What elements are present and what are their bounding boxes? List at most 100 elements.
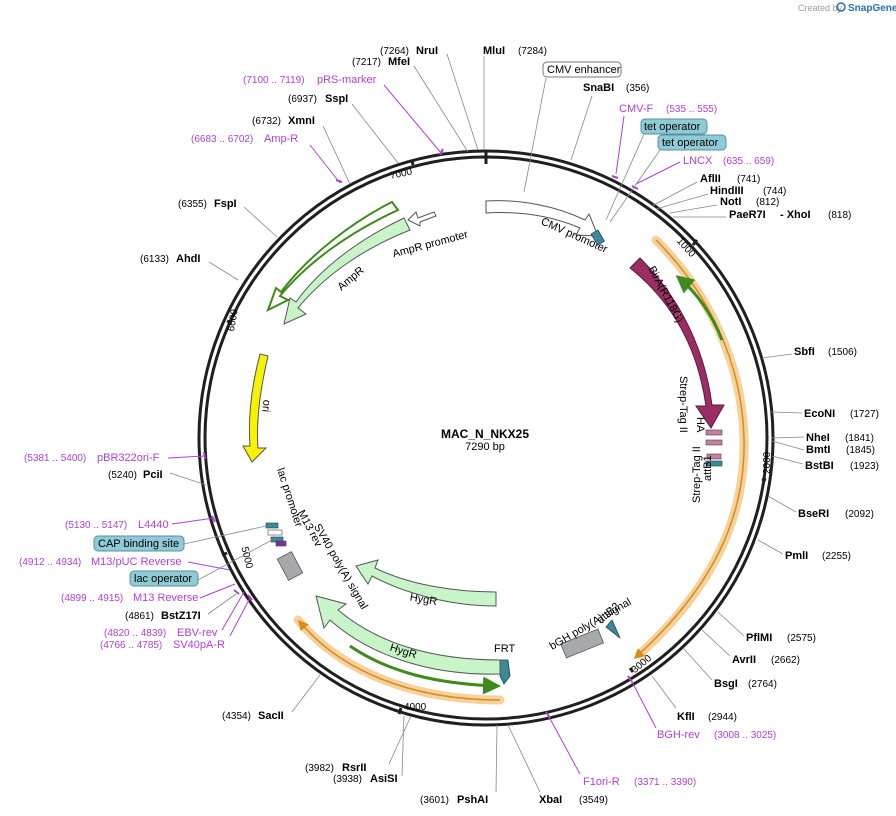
site-noti-name[interactable]: NotI — [720, 196, 741, 208]
tick-4000: 4000 — [404, 702, 427, 713]
site-mlui-name[interactable]: MluI — [483, 45, 505, 57]
primer-ampr-name[interactable]: Amp-R — [264, 133, 298, 145]
site-pflmi-name[interactable]: PflMI — [746, 632, 772, 644]
primer-f1ori-name[interactable]: F1ori-R — [583, 776, 620, 788]
primer-l4440-name[interactable]: L4440 — [138, 519, 169, 531]
site-noti-pos: (812) — [756, 197, 779, 208]
site-hindiii-pos: (744) — [763, 186, 786, 197]
site-econi-name[interactable]: EcoNI — [804, 408, 835, 420]
box-tet-operator-1[interactable] — [640, 118, 708, 135]
primer-prs-name[interactable]: pRS-marker — [317, 74, 377, 86]
site-rsrii-pos: (3982) — [305, 763, 334, 774]
box-lac-operator-label: lac operator — [134, 573, 192, 585]
site-bstbi-name[interactable]: BstBI — [805, 460, 834, 472]
primer-cmvf-range: (535 .. 555) — [666, 104, 717, 115]
site-asisi-pos: (3938) — [333, 774, 362, 785]
primer-ebvrev-name[interactable]: EBV-rev — [177, 627, 218, 639]
site-ahdi-name[interactable]: AhdI — [176, 253, 200, 265]
site-mfei-pos: (7217) — [352, 57, 381, 68]
bgh-polya-block — [560, 628, 605, 659]
boxed-feature-labels: CMV enhancer tet operator tet operator C… — [93, 61, 727, 587]
site-snabi-pos: (356) — [626, 83, 649, 94]
tick-7000: 7000 — [389, 166, 413, 181]
primer-lncx-name[interactable]: LNCX — [683, 155, 713, 167]
site-ahdi-pos: (6133) — [140, 254, 169, 265]
primer-ebvrev-range: (4820 .. 4839) — [104, 628, 166, 639]
ampr-green-line — [266, 200, 400, 313]
site-sbfi-name[interactable]: SbfI — [794, 346, 815, 358]
box-cmv-enhancer[interactable] — [542, 61, 622, 78]
orf-green-arrow-bottom — [349, 644, 501, 695]
ampr-arrow — [283, 217, 411, 325]
tick-5000: 5000 — [238, 546, 254, 571]
primer-lncx-range: (635 .. 659) — [723, 156, 774, 167]
site-hindiii-name[interactable]: HindIII — [710, 185, 744, 197]
site-rsrii-name[interactable]: RsrII — [342, 762, 366, 774]
site-bstz17i-pos: (4861) — [125, 611, 154, 622]
box-tet-operator-1-label: tet operator — [644, 121, 701, 133]
site-nrui-pos: (7264) — [380, 46, 409, 57]
site-asisi-name[interactable]: AsiSI — [370, 773, 398, 785]
site-mlui-pos: (7284) — [518, 46, 547, 57]
primer-m13puc-name[interactable]: M13/pUC Reverse — [91, 556, 181, 568]
site-nrui-name[interactable]: NruI — [416, 45, 438, 57]
tick-2000: 2000 — [762, 451, 773, 474]
site-pshai-name[interactable]: PshAI — [457, 794, 488, 806]
site-pmli-name[interactable]: PmlI — [785, 550, 808, 562]
site-xmni-pos: (6732) — [252, 116, 281, 127]
site-pflmi-pos: (2575) — [787, 633, 816, 644]
site-mfei-name[interactable]: MfeI — [388, 56, 410, 68]
site-xbai-pos: (3549) — [579, 795, 608, 806]
orf-green-arrow-right — [675, 275, 724, 341]
box-tet-operator-2-label: tet operator — [662, 137, 719, 149]
primer-m13rev-range: (4899 .. 4915) — [61, 593, 123, 604]
plasmid-name: MAC_N_NKX25 — [441, 427, 529, 441]
primer-m13rev-name[interactable]: M13 Reverse — [133, 592, 198, 604]
frt-marker — [499, 659, 511, 685]
lac-promoter-label: lac promoter — [274, 467, 304, 529]
box-cap-binding-site[interactable] — [93, 535, 185, 552]
ruler-ticks — [221, 159, 767, 715]
site-bstz17i-name[interactable]: BstZ17I — [161, 610, 201, 622]
site-pae-name[interactable]: PaeR7I — [729, 209, 766, 221]
site-kfli-pos: (2944) — [708, 712, 737, 723]
site-bmti-name[interactable]: BmtI — [806, 444, 830, 456]
site-aflii-pos: (741) — [737, 174, 760, 185]
site-pcii-name[interactable]: PciI — [143, 469, 163, 481]
site-bsgi-name[interactable]: BsgI — [714, 678, 738, 690]
plasmid-length: 7290 bp — [465, 441, 505, 453]
site-sbfi-pos: (1506) — [828, 347, 857, 358]
primer-cmvf-name[interactable]: CMV-F — [619, 103, 654, 115]
strep-tag-2-label: Strep-Tag II — [691, 446, 703, 503]
site-sspi-name[interactable]: SspI — [325, 93, 348, 105]
site-snabi-name[interactable]: SnaBI — [583, 82, 614, 94]
site-nhei-name[interactable]: NheI — [806, 432, 830, 444]
m13-rev-block — [275, 540, 287, 547]
created-by-text: Created by — [798, 3, 843, 13]
site-bmti-pos: (1845) — [846, 445, 875, 456]
box-lac-operator[interactable] — [129, 570, 199, 587]
box-cmv-enhancer-label: CMV enhancer — [547, 64, 621, 76]
site-avrii-name[interactable]: AvrII — [732, 654, 756, 666]
site-sacii-name[interactable]: SacII — [258, 710, 284, 722]
primer-sv40pa-name[interactable]: SV40pA-R — [173, 639, 225, 651]
site-xmni-name[interactable]: XmnI — [288, 115, 315, 127]
site-xhoi-name[interactable]: - XhoI — [780, 209, 811, 221]
site-bsgi-pos: (2764) — [748, 679, 777, 690]
site-fspi-name[interactable]: FspI — [214, 198, 237, 210]
primer-pbr-name[interactable]: pBR322ori-F — [97, 452, 160, 464]
site-bseri-name[interactable]: BseRI — [798, 508, 829, 520]
ha-label: HA — [694, 417, 706, 433]
site-aflii-name[interactable]: AflII — [700, 173, 721, 185]
site-xhoi-pos: (818) — [828, 210, 851, 221]
box-tet-operator-2[interactable] — [657, 134, 727, 151]
orf-line-right — [633, 239, 745, 660]
site-xbai-name[interactable]: XbaI — [539, 794, 562, 806]
tick-6000: 6000 — [226, 308, 241, 332]
primer-bghrev-name[interactable]: BGH-rev — [657, 729, 700, 741]
site-kfli-name[interactable]: KflI — [677, 711, 695, 723]
site-nhei-pos: (1841) — [845, 433, 874, 444]
frt-label: FRT — [494, 643, 515, 655]
ha-block — [705, 439, 723, 446]
